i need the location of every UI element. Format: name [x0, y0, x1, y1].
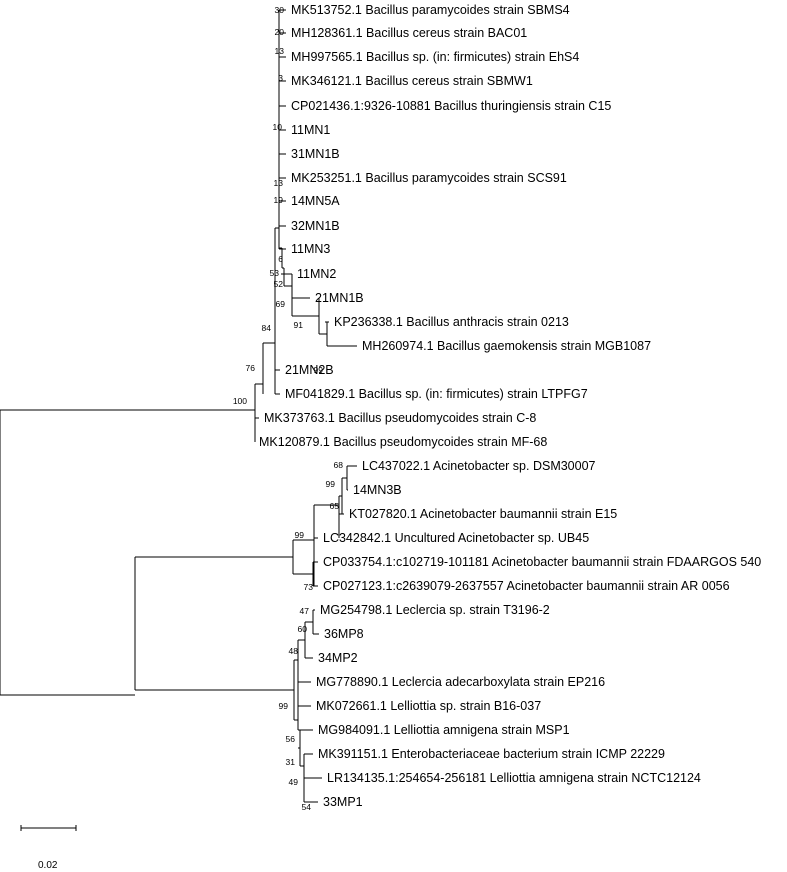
leaf-label: KT027820.1 Acinetobacter baumannii strai… — [349, 507, 617, 521]
bootstrap-value: 13 — [275, 46, 285, 56]
bootstrap-value: 76 — [246, 363, 256, 373]
leaf-label: MK072661.1 Lelliottia sp. strain B16-037 — [316, 699, 541, 713]
leaf-label: 21MN1B — [315, 291, 364, 305]
scale-bar: 0.02 — [20, 825, 77, 871]
leaf-label: MG254798.1 Leclercia sp. strain T3196-2 — [320, 603, 550, 617]
bootstrap-value: 99 — [295, 530, 305, 540]
bootstrap-value: 54 — [302, 802, 312, 812]
leaf-label: MH260974.1 Bacillus gaemokensis strain M… — [362, 339, 651, 353]
leaf-label: 11MN3 — [291, 242, 330, 256]
leaf-label: CP021436.1:9326-10881 Bacillus thuringie… — [291, 99, 611, 113]
bootstrap-value: 48 — [289, 646, 299, 656]
bootstrap-value: 91 — [294, 320, 304, 330]
bootstrap-value: 30 — [275, 5, 285, 15]
leaf-label: 36MP8 — [324, 627, 364, 641]
leaf-label: 31MN1B — [291, 147, 340, 161]
leaf-label: 14MN5A — [291, 194, 340, 208]
leaf-label: 11MN2 — [297, 267, 336, 281]
bootstrap-value: 69 — [276, 299, 286, 309]
leaf-label: MH128361.1 Bacillus cereus strain BAC01 — [291, 26, 527, 40]
bootstrap-value: 65 — [330, 501, 340, 511]
leaf-label: 33MP1 — [323, 795, 363, 809]
leaf-label: MK253251.1 Bacillus paramycoides strain … — [291, 171, 567, 185]
leaf-label: MK513752.1 Bacillus paramycoides strain … — [291, 3, 570, 17]
leaf-label: 21MN2B — [285, 363, 334, 377]
leaf-label: CP027123.1:c2639079-2637557 Acinetobacte… — [323, 579, 730, 593]
leaf-label: MG984091.1 Lelliottia amnigena strain MS… — [318, 723, 570, 737]
leaf-label: LC437022.1 Acinetobacter sp. DSM30007 — [362, 459, 596, 473]
bootstrap-value: 56 — [286, 734, 296, 744]
leaf-label: LR134135.1:254654-256181 Lelliottia amni… — [327, 771, 701, 785]
leaf-label: CP033754.1:c102719-101181 Acinetobacter … — [323, 555, 761, 569]
leaf-labels: MK513752.1 Bacillus paramycoides strain … — [259, 3, 761, 809]
bootstrap-value: 6 — [278, 254, 283, 264]
leaf-label: MK373763.1 Bacillus pseudomycoides strai… — [264, 411, 536, 425]
bootstrap-value: 53 — [270, 268, 280, 278]
bootstrap-value: 20 — [275, 27, 285, 37]
tree-branches — [0, 9, 357, 803]
leaf-label: 11MN1 — [291, 123, 330, 137]
bootstrap-value: 68 — [334, 460, 344, 470]
bootstrap-value: 31 — [286, 757, 296, 767]
bootstrap-value: 99 — [326, 479, 336, 489]
leaf-label: MH997565.1 Bacillus sp. (in: firmicutes)… — [291, 50, 579, 64]
bootstrap-value: 99 — [314, 365, 324, 375]
bootstrap-value: 49 — [289, 777, 299, 787]
leaf-label: 32MN1B — [291, 219, 340, 233]
bootstrap-value: 99 — [279, 701, 289, 711]
leaf-label: 14MN3B — [353, 483, 402, 497]
bootstrap-value: 13 — [274, 178, 284, 188]
bootstrap-value: 3 — [278, 73, 283, 83]
leaf-label: KP236338.1 Bacillus anthracis strain 021… — [334, 315, 569, 329]
leaf-label: MG778890.1 Leclercia adecarboxylata stra… — [316, 675, 605, 689]
leaf-label: MK346121.1 Bacillus cereus strain SBMW1 — [291, 74, 533, 88]
scale-bar-label: 0.02 — [38, 860, 58, 871]
leaf-label: MF041829.1 Bacillus sp. (in: firmicutes)… — [285, 387, 588, 401]
bootstrap-value: 52 — [274, 279, 284, 289]
leaf-label: LC342842.1 Uncultured Acinetobacter sp. … — [323, 531, 589, 545]
bootstrap-value: 100 — [233, 396, 247, 406]
bootstrap-value: 19 — [274, 195, 284, 205]
leaf-label: MK391151.1 Enterobacteriaceae bacterium … — [318, 747, 665, 761]
leaf-label: 34MP2 — [318, 651, 358, 665]
bootstrap-value: 10 — [273, 122, 283, 132]
bootstrap-value: 47 — [300, 606, 310, 616]
bootstrap-value: 84 — [262, 323, 272, 333]
leaf-label: MK120879.1 Bacillus pseudomycoides strai… — [259, 435, 547, 449]
bootstrap-value: 60 — [298, 624, 308, 634]
bootstrap-value: 73 — [304, 582, 314, 592]
